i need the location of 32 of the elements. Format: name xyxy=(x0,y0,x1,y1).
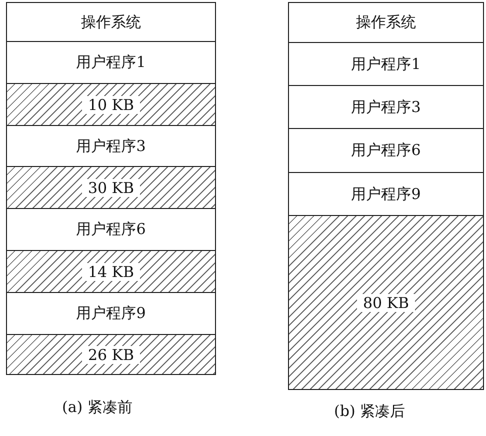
block-label: 用户程序1 xyxy=(351,54,421,74)
memory-block xyxy=(288,85,484,129)
free-memory-block xyxy=(6,334,216,375)
block-label: 用户程序6 xyxy=(76,220,146,239)
block-label: 操作系统 xyxy=(356,13,416,32)
free-size-label: 14 KB xyxy=(82,262,140,280)
block-label: 用户程序1 xyxy=(76,53,146,72)
free-memory-block xyxy=(6,83,216,126)
free-size-label: 26 KB xyxy=(82,346,140,364)
free-memory-block xyxy=(288,215,484,390)
memory-block xyxy=(288,128,484,173)
free-size-label: 30 KB xyxy=(82,178,140,196)
free-memory-block xyxy=(6,166,216,209)
memory-block xyxy=(6,2,216,42)
block-label: 用户程序6 xyxy=(351,141,421,160)
free-size-label: 80 KB xyxy=(356,294,416,312)
free-memory-block xyxy=(6,250,216,293)
memory-block xyxy=(288,172,484,216)
memory-block xyxy=(6,125,216,167)
caption: (b) 紧凑后 xyxy=(334,402,406,421)
block-label: 用户程序9 xyxy=(76,304,146,323)
memory-block xyxy=(6,208,216,251)
block-label: 用户程序3 xyxy=(76,136,146,156)
free-size-label: 10 KB xyxy=(82,96,140,114)
block-label: 用户程序3 xyxy=(351,98,421,116)
block-label: 操作系统 xyxy=(81,12,141,32)
memory-block xyxy=(6,292,216,335)
memory-block xyxy=(288,2,484,43)
memory-block xyxy=(6,41,216,84)
memory-block xyxy=(288,42,484,86)
caption: (a) 紧凑前 xyxy=(62,398,132,417)
block-label: 用户程序9 xyxy=(351,184,421,204)
